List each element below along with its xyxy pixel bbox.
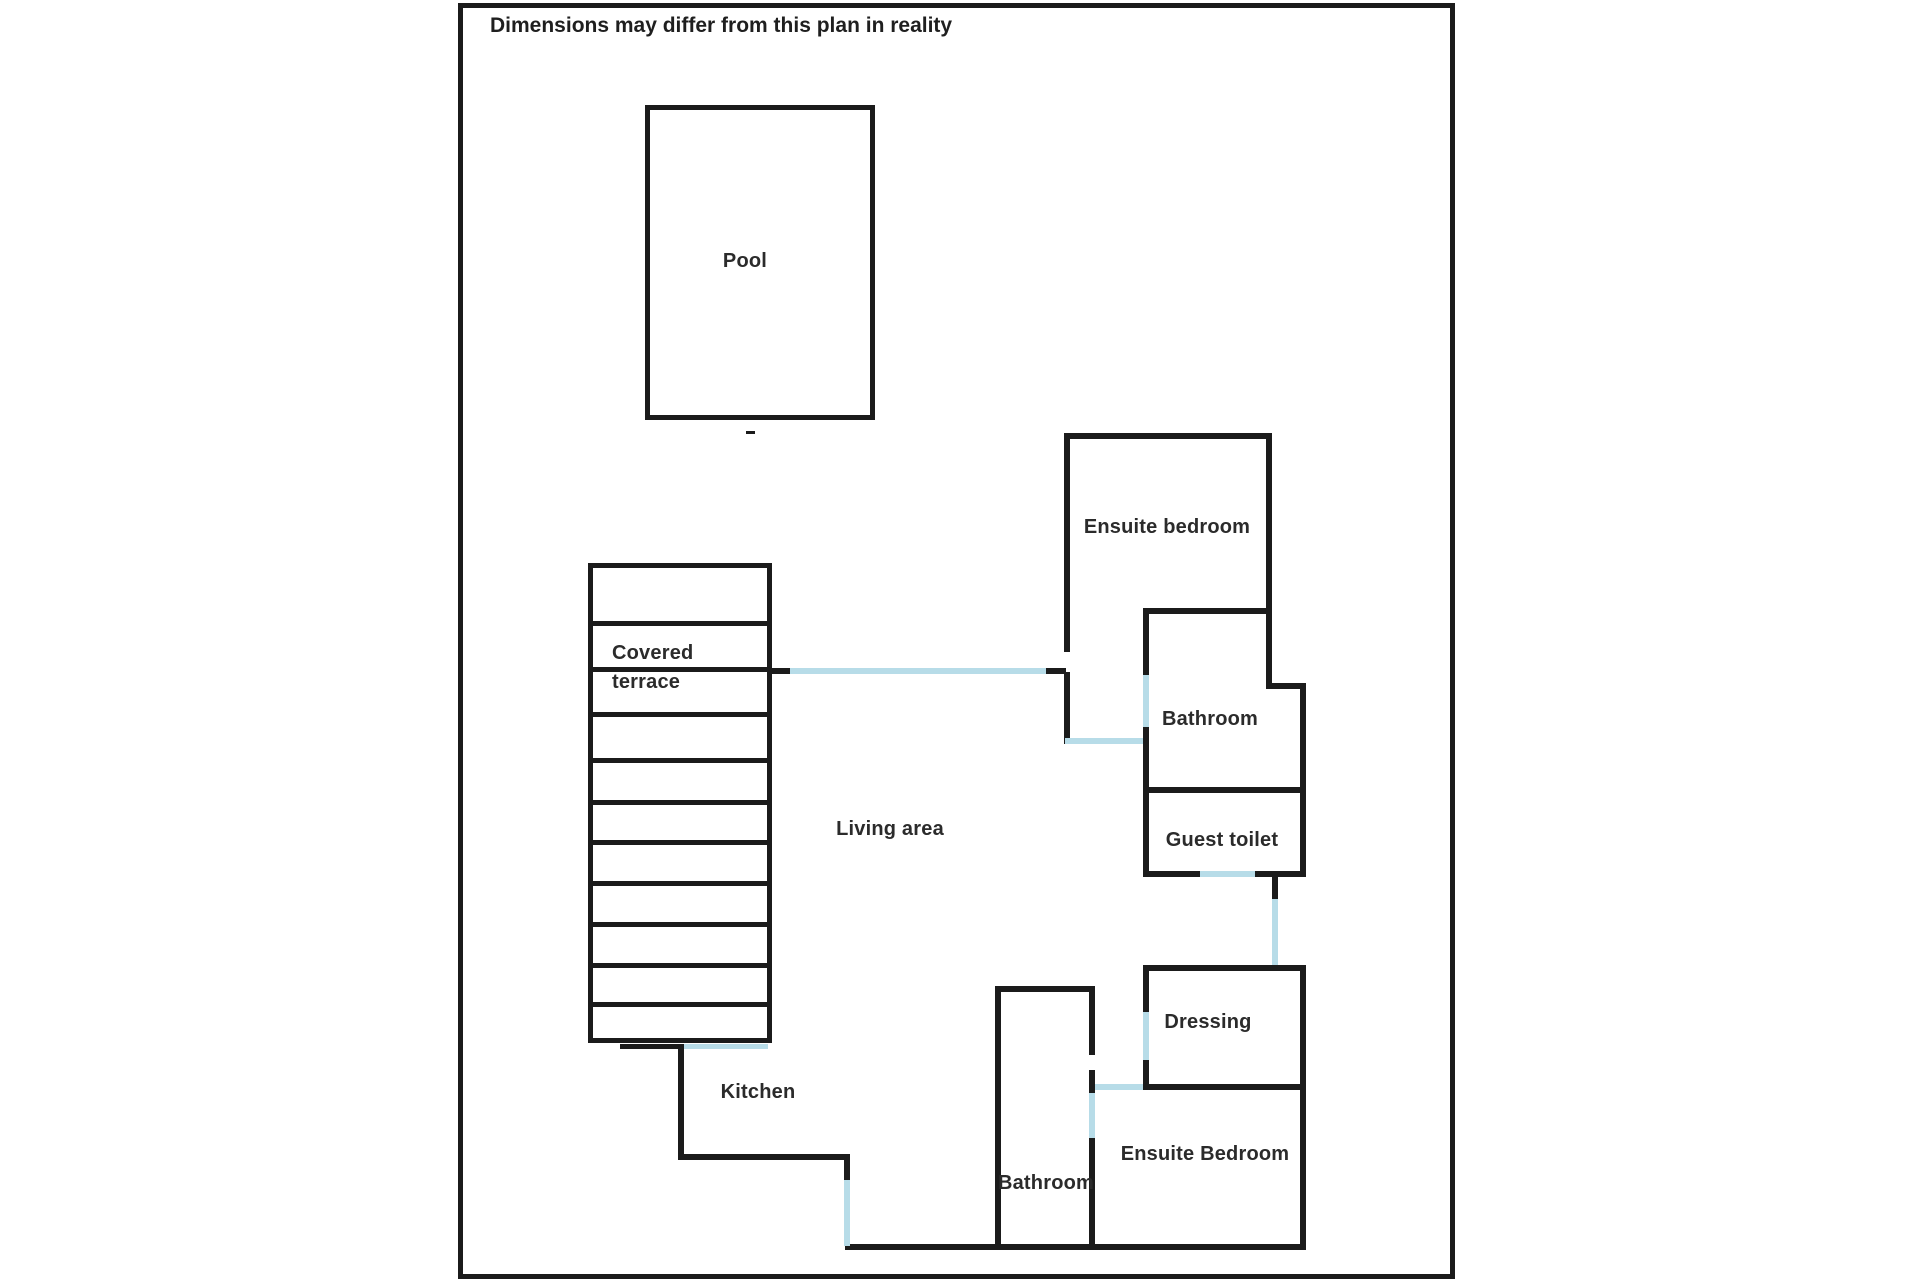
wall-segment [1046, 668, 1066, 674]
wall-segment [1143, 1060, 1149, 1090]
wall-segment [1255, 871, 1306, 877]
wall-segment [1143, 965, 1306, 971]
terrace-slat-line [591, 621, 769, 626]
wall-segment [1064, 433, 1070, 652]
room-label-covered: Covered [612, 642, 694, 664]
plan-disclaimer-text: Dimensions may differ from this plan in … [490, 14, 953, 37]
plot-boundary [458, 3, 1455, 1279]
terrace-slat-line [591, 881, 769, 886]
terrace-slat-line [591, 840, 769, 845]
wall-segment [1266, 433, 1272, 689]
pool-outline [645, 105, 875, 420]
wall-segment [1143, 727, 1149, 877]
wall-segment [1089, 1070, 1095, 1095]
room-label-dressing: Dressing [1164, 1011, 1252, 1033]
wall-segment [1300, 965, 1306, 1250]
wall-segment [845, 1244, 1306, 1250]
wall-segment [1145, 608, 1272, 614]
wall-segment [1143, 965, 1149, 1012]
wall-segment [1143, 787, 1306, 793]
pool-tick-mark [746, 431, 755, 434]
wall-segment [1064, 672, 1070, 744]
room-label-guest-toilet: Guest toilet [1165, 829, 1279, 851]
door-segment [1065, 738, 1145, 744]
glass-door-segment [790, 668, 1046, 674]
room-label-bathroom-bottom: Bathroom [997, 1172, 1095, 1194]
wall-segment [995, 986, 1001, 1250]
wall-segment [1143, 1084, 1306, 1090]
door-segment [844, 1180, 850, 1246]
terrace-slat-line [591, 800, 769, 805]
wall-segment [995, 986, 1095, 992]
door-segment [683, 1044, 768, 1049]
room-label-pool: Pool [722, 250, 768, 272]
room-label-terrace: terrace [612, 671, 681, 693]
terrace-slat-line [591, 667, 769, 672]
room-label-ensuite-bedroom-top: Ensuite bedroom [1083, 516, 1251, 538]
door-segment [1143, 1012, 1149, 1060]
terrace-slat-line [591, 758, 769, 763]
wall-segment [678, 1044, 684, 1160]
wall-segment [1143, 608, 1149, 675]
wall-segment [844, 1154, 850, 1180]
door-segment [1089, 1093, 1095, 1138]
room-label-ensuite-bedroom-bottom: Ensuite Bedroom [1120, 1143, 1290, 1165]
door-segment [1200, 871, 1255, 877]
wall-segment [1300, 683, 1306, 877]
wall-segment [1064, 433, 1272, 439]
room-label-bathroom-right: Bathroom [1161, 708, 1259, 730]
room-label-kitchen: Kitchen [720, 1081, 796, 1103]
wall-segment [1266, 683, 1306, 689]
door-segment [1143, 675, 1149, 727]
wall-segment [1089, 1138, 1095, 1250]
wall-segment [1089, 986, 1095, 1055]
wall-segment [1272, 877, 1278, 899]
terrace-slat-line [591, 922, 769, 927]
room-label-living-area: Living area [836, 818, 944, 840]
terrace-slat-line [591, 963, 769, 968]
covered-terrace-outline [588, 563, 772, 1043]
terrace-slat-line [591, 712, 769, 717]
wall-segment [770, 668, 790, 674]
wall-segment [678, 1154, 850, 1160]
door-segment [1272, 899, 1278, 967]
terrace-slat-line [591, 1002, 769, 1007]
wall-segment [1143, 871, 1200, 877]
wall-segment [620, 1044, 683, 1049]
door-segment [1092, 1084, 1143, 1090]
